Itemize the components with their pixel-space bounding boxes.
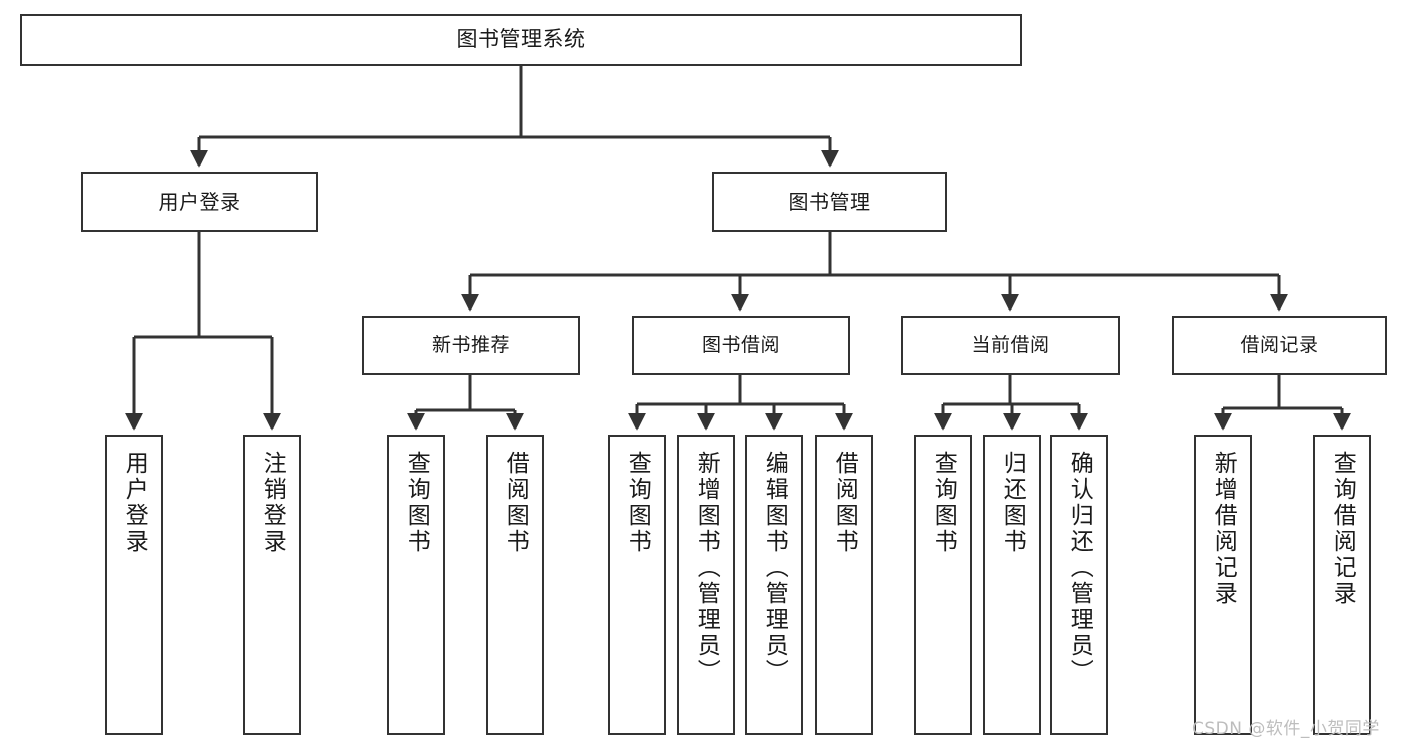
node-leaf-cur-confirm[interactable]: 确认归还（管理员） — [1050, 435, 1108, 735]
node-borrow-record[interactable]: 借阅记录 — [1172, 316, 1387, 375]
node-leaf-rec-query[interactable]: 查询图书 — [387, 435, 445, 735]
node-leaf-cur-query[interactable]: 查询图书 — [914, 435, 972, 735]
node-leaf-rec-borrow[interactable]: 借阅图书 — [486, 435, 544, 735]
node-new-book-recommend[interactable]: 新书推荐 — [362, 316, 580, 375]
node-leaf-rec-add-label: 新增借阅记录 — [1210, 451, 1237, 607]
node-leaf-cur-confirm-label: 确认归还（管理员） — [1066, 451, 1093, 685]
node-user-login[interactable]: 用户登录 — [81, 172, 318, 232]
node-book-manage[interactable]: 图书管理 — [712, 172, 947, 232]
node-book-borrow-label: 图书借阅 — [701, 333, 780, 356]
node-leaf-borrow-add[interactable]: 新增图书（管理员） — [677, 435, 735, 735]
node-leaf-rec-add[interactable]: 新增借阅记录 — [1194, 435, 1252, 735]
node-leaf-cur-return[interactable]: 归还图书 — [983, 435, 1041, 735]
node-leaf-rec-query-label: 查询图书 — [403, 451, 430, 555]
node-leaf-borrow-edit-label: 编辑图书（管理员） — [761, 451, 788, 685]
node-leaf-borrow-lend-label: 借阅图书 — [831, 451, 858, 555]
node-leaf-user-login-label: 用户登录 — [121, 451, 148, 555]
node-user-login-label: 用户登录 — [158, 189, 241, 214]
node-leaf-rec-query2-label: 查询借阅记录 — [1329, 451, 1356, 607]
node-leaf-rec-query2[interactable]: 查询借阅记录 — [1313, 435, 1371, 735]
node-leaf-cur-return-label: 归还图书 — [999, 451, 1026, 555]
node-leaf-cur-query-label: 查询图书 — [930, 451, 957, 555]
node-leaf-borrow-query[interactable]: 查询图书 — [608, 435, 666, 735]
node-leaf-borrow-query-label: 查询图书 — [624, 451, 651, 555]
node-leaf-rec-borrow-label: 借阅图书 — [502, 451, 529, 555]
node-new-book-recommend-label: 新书推荐 — [431, 333, 510, 356]
node-current-borrow-label: 当前借阅 — [971, 333, 1050, 356]
node-leaf-borrow-add-label: 新增图书（管理员） — [693, 451, 720, 685]
node-book-manage-label: 图书管理 — [788, 189, 871, 214]
node-leaf-user-logout[interactable]: 注销登录 — [243, 435, 301, 735]
node-leaf-borrow-edit[interactable]: 编辑图书（管理员） — [745, 435, 803, 735]
node-leaf-borrow-lend[interactable]: 借阅图书 — [815, 435, 873, 735]
watermark-text: CSDN @软件_小贺同学 — [1192, 719, 1380, 739]
node-leaf-user-login[interactable]: 用户登录 — [105, 435, 163, 735]
node-leaf-user-logout-label: 注销登录 — [259, 451, 286, 555]
node-current-borrow[interactable]: 当前借阅 — [901, 316, 1120, 375]
node-borrow-record-label: 借阅记录 — [1240, 333, 1319, 356]
node-book-borrow[interactable]: 图书借阅 — [632, 316, 850, 375]
node-root-system[interactable]: 图书管理系统 — [20, 14, 1022, 66]
node-root-label: 图书管理系统 — [456, 27, 586, 52]
